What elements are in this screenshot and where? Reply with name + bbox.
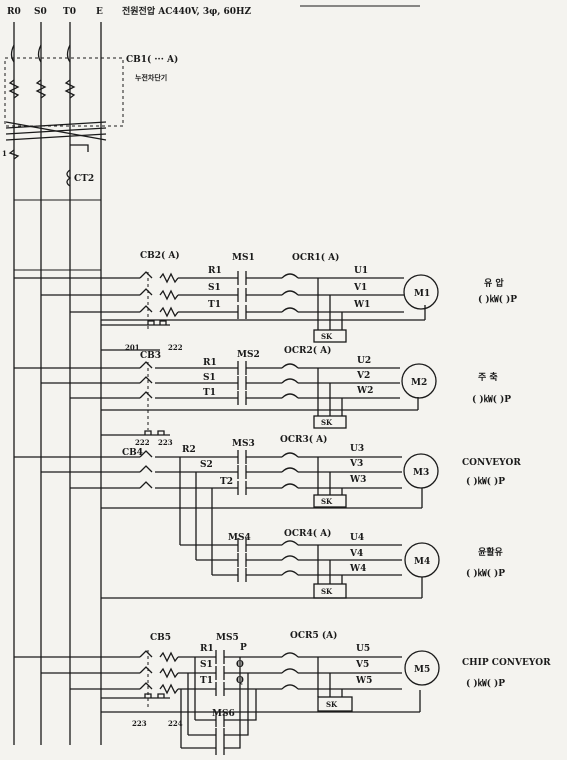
ms2-label: MS2: [237, 350, 260, 360]
v3-label: V3: [349, 459, 363, 469]
motor-m5-label: M5: [414, 665, 430, 675]
u4-label: U4: [350, 533, 364, 543]
ocr1-label: OCR1( A): [292, 252, 339, 263]
supply-voltage-label: 전원전압 AC440V, 3φ, 60HZ: [122, 5, 252, 17]
u3-label: U3: [350, 444, 364, 454]
line-s2-label: S2: [200, 460, 213, 470]
sk3-label: SK: [321, 497, 333, 506]
contact-q-label: Q: [236, 676, 244, 686]
m4-power: ( )㎾( )P: [466, 568, 505, 579]
sk4-label: SK: [321, 587, 333, 596]
m3-name: CONVEYOR: [462, 458, 521, 468]
zct-crossing: [5, 121, 107, 141]
line-s1b-label: S1: [203, 373, 216, 383]
cb3-label: CB3: [140, 351, 161, 361]
m5-power: ( )㎾( )P: [466, 678, 505, 689]
v2-label: V2: [356, 371, 370, 381]
ms5-label: MS5: [216, 633, 239, 643]
line-r1c-label: R1: [200, 644, 214, 654]
main-breaker-box: [4, 57, 124, 127]
branch-m5: CB5 MS5 OCR5 (A) R1 S1 T1: [14, 630, 440, 755]
fuse-r: [8, 149, 20, 160]
m2-name: 주 축: [478, 371, 498, 383]
ocr3-label: OCR3( A): [280, 434, 327, 445]
u5-label: U5: [356, 644, 370, 654]
branch-m1: CB2( A) MS1 OCR1( A) R1 S1 T1: [14, 250, 439, 343]
ocr5-label: OCR5 (A): [290, 630, 337, 641]
motor-m2-label: M2: [411, 378, 427, 388]
v5-label: V5: [355, 660, 369, 670]
ms6-label: MS6: [212, 709, 235, 719]
line-s1c-label: S1: [200, 660, 213, 670]
phase-label-t: T0: [63, 7, 76, 17]
aux-224-label: 224: [168, 719, 183, 728]
aux-222b-label: 222: [135, 438, 150, 447]
ms4-label: MS4: [228, 533, 251, 543]
ocr2-label: OCR2( A): [284, 345, 331, 356]
ms1-label: MS1: [232, 253, 255, 263]
ct-label: CT2: [74, 174, 94, 184]
motor-m3-label: M3: [413, 468, 429, 478]
aux-222-label: 222: [168, 343, 183, 352]
m3-power: ( )㎾( )P: [466, 476, 505, 487]
u2-label: U2: [357, 356, 371, 366]
line-t1c-label: T1: [200, 676, 213, 686]
line-s1-label: S1: [208, 283, 221, 293]
m4-name: 윤활유: [478, 546, 503, 558]
contact-p-label: P: [240, 643, 247, 653]
w4-label: W4: [349, 564, 366, 574]
w3-label: W3: [349, 475, 366, 485]
cb5-label: CB5: [150, 633, 171, 643]
m5-name: CHIP CONVEYOR: [462, 658, 551, 668]
fuse-mark: 1: [2, 149, 7, 158]
aux-223b-label: 223: [132, 719, 147, 728]
main-breaker-switches: [8, 44, 76, 99]
branch-m2: CB3 MS2 OCR2( A) R1 S1 T1: [14, 345, 437, 436]
ct-coil: [66, 169, 72, 187]
sk1-label: SK: [321, 332, 333, 341]
m1-name: 유 압: [484, 277, 504, 289]
m2-power: ( )㎾( )P: [472, 394, 511, 405]
branch-m4: MS4 OCR4( A): [101, 528, 440, 599]
cb4-label: CB4: [122, 448, 143, 458]
m1-power: ( )㎾( )P: [478, 294, 517, 305]
line-r1-label: R1: [208, 266, 222, 276]
phase-label-s: S0: [34, 7, 47, 17]
motor-m4-label: M4: [414, 557, 430, 567]
v1-label: V1: [353, 283, 367, 293]
line-t1-label: T1: [208, 300, 221, 310]
main-breaker-label: CB1( ··· A): [126, 54, 178, 65]
w2-label: W2: [356, 386, 373, 396]
line-r1b-label: R1: [203, 358, 217, 368]
line-r2-label: R2: [182, 445, 196, 455]
ocr4-label: OCR4( A): [284, 528, 331, 539]
line-t2-label: T2: [220, 477, 233, 487]
motor-m1-label: M1: [414, 289, 430, 299]
phase-label-e: E: [96, 7, 103, 17]
contact-o-label: O: [236, 660, 244, 670]
cb2-label: CB2( A): [140, 250, 180, 261]
w5-label: W5: [355, 676, 372, 686]
w1-label: W1: [353, 300, 370, 310]
sk5-label: SK: [326, 700, 338, 709]
main-breaker-sublabel: 누전차단기: [135, 73, 167, 82]
aux-223-label: 223: [158, 438, 173, 447]
aux-201-label: 201: [125, 343, 140, 352]
ct-lead: [70, 144, 89, 152]
branch-m3: CB4 MS3 OCR3( A) R2 S2 T2: [14, 434, 439, 575]
u1-label: U1: [354, 266, 368, 276]
ms3-label: MS3: [232, 439, 255, 449]
line-t1b-label: T1: [203, 388, 216, 398]
phase-label-r: R0: [7, 7, 21, 17]
v4-label: V4: [349, 549, 363, 559]
sk2-label: SK: [321, 418, 333, 427]
